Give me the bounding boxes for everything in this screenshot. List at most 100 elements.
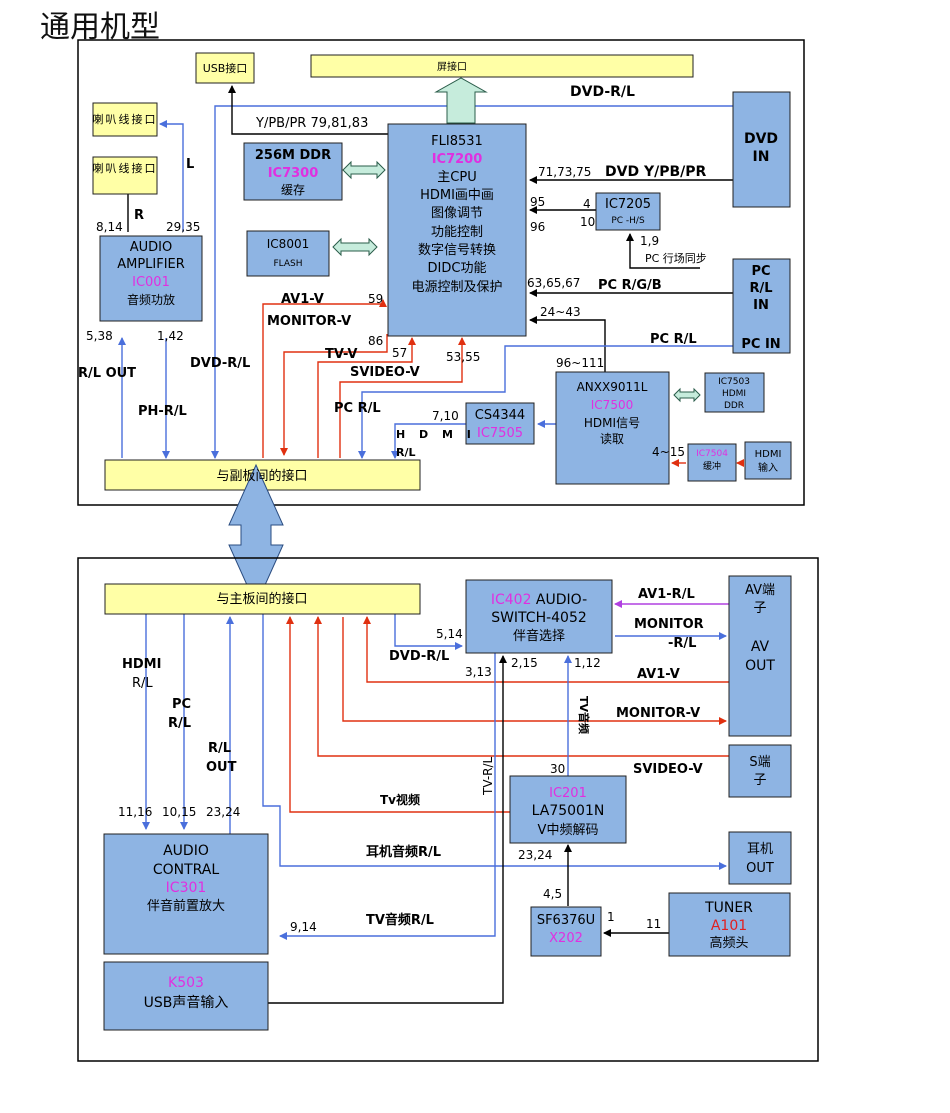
lbl-monitor: MONITOR: [634, 617, 704, 632]
cpu-line5: 图像调节: [431, 206, 483, 221]
lbl-av1v: AV1-V: [281, 292, 324, 307]
lbl-pins-717375: 71,73,75: [538, 165, 591, 179]
ic402-chip: IC402: [491, 592, 532, 608]
lbl-p1015: 10,15: [162, 805, 196, 819]
speaker2-label: 喇叭线接口: [93, 161, 158, 175]
cpu-line7: 数字信号转换: [418, 243, 496, 258]
s-port-line2: 子: [753, 773, 766, 788]
lbl-p514: 5,14: [436, 627, 463, 641]
earphone-line1: 耳机: [747, 842, 773, 857]
pc-rl-in-line2: R/L: [749, 281, 772, 296]
av-port-line4: OUT: [745, 658, 775, 674]
lbl-p2935: 29,35: [166, 220, 200, 234]
lbl-R: R: [134, 208, 144, 223]
lbl-hdmi-rl: H D M I: [396, 428, 476, 441]
main-board-frame: [77, 39, 805, 506]
ic7205-line2: PC -H/S: [611, 216, 645, 226]
pc-rl-in-box: [732, 258, 791, 354]
audio-contral-line4: 伴音前置放大: [147, 898, 225, 914]
cpu-box: [387, 123, 527, 337]
ic7503-line3: DDR: [724, 401, 744, 411]
lbl-p45: 4,5: [543, 887, 562, 901]
tuner-line3: 高频头: [709, 935, 748, 951]
amp-line3: IC001: [132, 275, 170, 290]
lbl-p2324b: 23,24: [518, 848, 552, 862]
lbl-svideo: SVIDEO-V: [350, 365, 420, 380]
lbl-av1-v: AV1-V: [637, 667, 680, 682]
lbl-L: L: [186, 157, 194, 172]
lbl-dvd-rl: DVD-R/L: [389, 649, 449, 664]
flash-line1: IC8001: [267, 237, 309, 251]
lbl-p10: 10: [580, 215, 595, 229]
ddr-line3: 缓存: [281, 183, 305, 197]
ddr-line2: IC7300: [268, 166, 319, 181]
cpu-line9: 电源控制及保护: [411, 280, 502, 295]
cpu-line3: 主CPU: [437, 170, 476, 185]
sf6376-line2: X202: [549, 931, 583, 946]
lbl-p19: 1,9: [640, 234, 659, 248]
lbl-tv-audio-rl: TV音频R/L: [366, 912, 434, 928]
lbl-hdmi: HDMI: [122, 657, 161, 672]
av-port-box: [728, 575, 792, 737]
tuner-box: [668, 892, 791, 957]
lbl-p710: 7,10: [432, 409, 459, 423]
ic201-line3: V中频解码: [538, 823, 599, 838]
page-title: 通用机型: [40, 10, 160, 45]
ic201-line2: LA75001N: [532, 803, 605, 819]
lbl-p24-43: 24~43: [540, 305, 581, 319]
ic402-audio: AUDIO-: [531, 592, 587, 608]
lbl-monv: MONITOR-V: [267, 314, 351, 329]
speaker1-box: [92, 102, 158, 137]
sub-board-lines: [142, 600, 729, 1004]
ic402-line3: 伴音选择: [513, 628, 565, 644]
amp-line2: AMPLIFIER: [117, 257, 185, 272]
av-port-line3: AV: [751, 639, 770, 655]
ic7504-box: [687, 443, 737, 482]
sf6376-line1: SF6376U: [537, 913, 595, 928]
lbl-dvd-rl-mid: DVD-R/L: [190, 356, 250, 371]
cs4344-box: [465, 402, 535, 445]
cpu-line1: FLI8531: [431, 134, 483, 149]
ic402-line1: IC402 AUDIO-: [491, 592, 587, 608]
hdmi-in-box: [744, 441, 792, 480]
amp-line1: AUDIO: [130, 240, 173, 255]
lbl-rl-out: R/L OUT: [78, 366, 136, 381]
pc-in-label: PC IN: [741, 337, 780, 352]
cpu-line2: IC7200: [432, 152, 483, 167]
anx-line1: ANXX9011L: [577, 380, 648, 394]
lbl-p96: 96: [530, 220, 545, 234]
pc-rl-in-line1: PC: [751, 264, 770, 279]
audio-contral-line1: AUDIO: [163, 843, 209, 859]
cpu-line8: DIDC功能: [428, 261, 487, 276]
cpu-line6: 功能控制: [431, 225, 483, 240]
lbl-pc-rl2: PC R/L: [334, 401, 381, 416]
hdmi-in-line2: 输入: [758, 461, 778, 474]
lbl-rl: R/L: [208, 741, 231, 756]
lbl-hdmi-rl: R/L: [132, 676, 153, 691]
lbl-tv-rl: TV-R/L: [481, 756, 495, 796]
audio-contral-box: [103, 833, 269, 955]
lbl-p96-111: 96~111: [556, 356, 604, 370]
lbl-pc-rl: PC R/L: [650, 332, 697, 347]
lbl-tvv: TV-V: [325, 347, 358, 362]
lbl-p5355: 53,55: [446, 350, 480, 364]
usb-port-label: USB接口: [203, 62, 248, 75]
ic7205-box: [595, 192, 661, 231]
flash-line2: FLASH: [273, 259, 302, 269]
lbl-p538: 5,38: [86, 329, 113, 343]
lbl-dvd-rl-top: DVD-R/L: [570, 84, 635, 100]
anx-line4: 读取: [600, 432, 624, 446]
av-port-line1: AV端: [745, 583, 775, 598]
usb-sound-box: [103, 961, 269, 1031]
av-port-line2: 子: [753, 601, 766, 616]
anx-line3: HDMI信号: [584, 416, 640, 430]
lbl-p814: 8,14: [96, 220, 123, 234]
ic7504-line2: 缓冲: [703, 460, 721, 472]
lbl-p57: 57: [392, 346, 407, 360]
flash-box: [246, 230, 330, 277]
ddr-box: [243, 142, 343, 201]
sub-board-boxes: [103, 575, 792, 1031]
lbl-dvd-ypbpr: DVD Y/PB/PR: [605, 164, 707, 180]
lbl-pc-rl: R/L: [168, 716, 191, 731]
lbl-monitor-rl: -R/L: [668, 636, 696, 651]
